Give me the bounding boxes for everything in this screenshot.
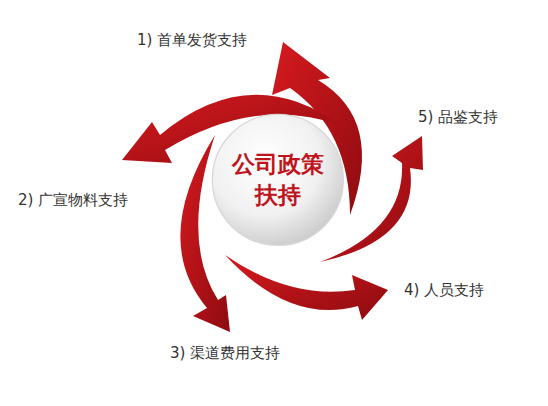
support-item: 4) 人员支持: [404, 281, 484, 299]
support-item: 3) 渠道费用支持: [170, 344, 280, 362]
support-item: 1) 首单发货支持: [137, 31, 247, 49]
center-circle: 公司政策 扶持: [211, 113, 345, 247]
circle-shape: [211, 113, 345, 247]
support-item: 2) 广宣物料支持: [18, 191, 128, 209]
arrow-4: [225, 255, 388, 320]
support-item: 5) 品鉴支持: [418, 108, 498, 126]
center-title: 公司政策 扶持: [228, 149, 328, 211]
